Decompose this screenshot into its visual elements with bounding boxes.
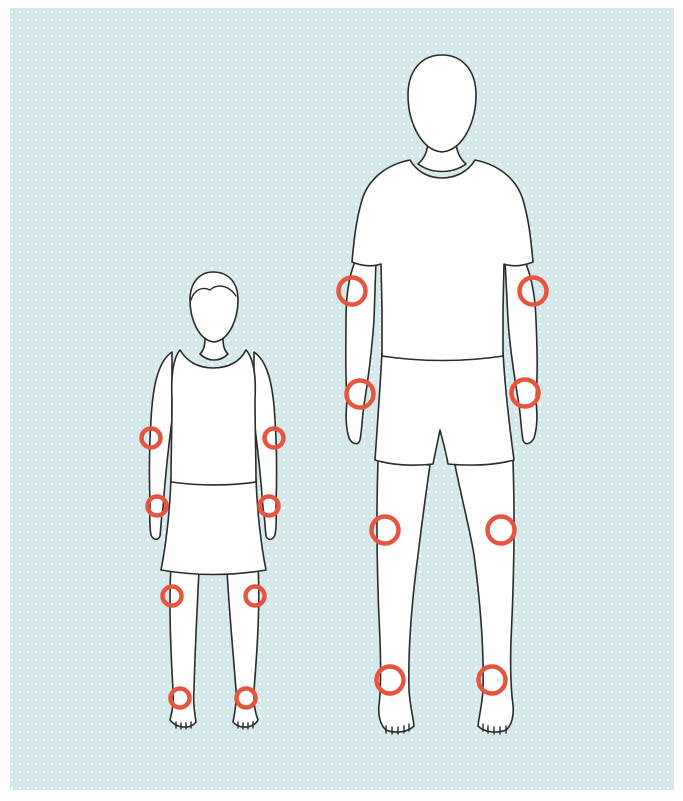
child-skirt (161, 478, 266, 575)
adult-shorts (375, 352, 514, 465)
child-top (171, 350, 256, 485)
dot-pattern (10, 8, 674, 790)
